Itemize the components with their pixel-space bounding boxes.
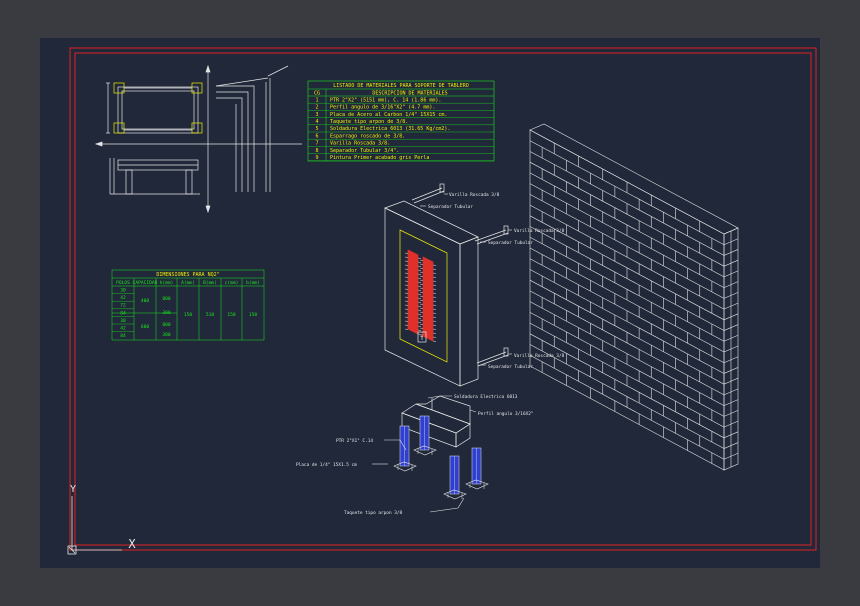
materials-row-desc: Separador Tubular 3/4".: [330, 148, 399, 154]
sheet-border-outer: [69, 47, 817, 551]
materials-row-desc: Pintura Primer acabado gris Perla: [330, 155, 429, 161]
dimensions-h: 300: [162, 310, 171, 316]
label-varilla-bot: Varilla Roscada 3/8: [514, 353, 565, 359]
dimensions-polos: 84: [120, 310, 126, 316]
dimensions-header: POLOS: [116, 280, 130, 286]
dimensions-polos: 84: [120, 333, 126, 339]
dimensions-header: h(mm): [160, 280, 174, 286]
materials-row-desc: Placa de Acero al Carbon 1/4" 15X15 cm.: [330, 112, 447, 118]
label-varilla-top: Varilla Roscada 3/8: [449, 192, 500, 198]
materials-table: LISTADO DE MATERIALES PARA SOPORTE DE TA…: [307, 80, 495, 162]
materials-row-desc: Varilla Roscada 3/8.: [330, 141, 390, 147]
electrical-panel: [384, 183, 509, 387]
label-perfil: Perfil angulo 3/16X2": [478, 411, 534, 417]
label-placa: Placa de 1/4" 15X1.5 cm: [296, 462, 357, 468]
dimensions-capacidad: 600: [141, 324, 150, 330]
materials-row-number: 6: [315, 133, 318, 139]
dimensions-title: DIMENSIONES PARA NQ2": [156, 272, 219, 278]
label-soldadura: Soldadura Electrica 6013: [454, 394, 518, 400]
dimensions-header: b(mm): [246, 280, 260, 286]
dimensions-header: B(mm): [203, 280, 217, 286]
dimensions-a: 150: [184, 312, 193, 318]
support-frame: [393, 395, 489, 500]
label-ptr: PTR 2"X1" C.14: [336, 438, 373, 444]
materials-row-number: 4: [315, 119, 318, 125]
dimensions-polos: 72: [120, 303, 126, 309]
label-varilla-mid: Varilla Roscada 3/8: [514, 228, 565, 234]
materials-row-number: 8: [315, 148, 318, 154]
dimensions-table: [111, 269, 265, 341]
plan-detail: [94, 64, 302, 214]
materials-header-desc: DESCRIPCION DE MATERIALES: [372, 91, 447, 97]
label-taquete: Taquete tipo arpon 3/8: [344, 510, 403, 516]
dimensions-header: A(mm): [181, 280, 195, 286]
ucs-icon: Y X: [67, 484, 136, 555]
materials-row-desc: Taquete tipo arpon de 3/8.: [330, 119, 408, 125]
materials-row-number: 7: [315, 141, 318, 147]
cad-drawing[interactable]: LISTADO DE MATERIALES PARA SOPORTE DE TA…: [40, 38, 820, 568]
dimensions-h: 800: [162, 322, 171, 328]
materials-row-desc: Perfil angulo de 3/16"X2" (4.7 mm).: [330, 105, 435, 111]
brick-wall: [529, 123, 739, 471]
label-separador-bot: Separador Tubular: [488, 364, 533, 370]
materials-title: LISTADO DE MATERIALES PARA SOPORTE DE TA…: [333, 83, 468, 89]
dimensions-header: CAPACIDAD: [133, 280, 158, 286]
dimensions-c: 150: [227, 312, 236, 318]
annotation-leaders: [372, 193, 512, 513]
dimensions-polos: 42: [120, 326, 126, 332]
ucs-y-label: Y: [70, 484, 76, 495]
materials-header-cg: CG: [314, 91, 320, 97]
materials-row-desc: Soldadura Electrica 6013 (31.65 Kg/cm2).: [330, 126, 450, 132]
label-separador-mid: Separador Tubular: [488, 240, 533, 246]
sheet-border-inner: [74, 52, 812, 546]
dimensions-capacidad: 400: [141, 298, 150, 304]
label-separador-top: Separador Tubular: [428, 204, 473, 210]
drawing-area[interactable]: LISTADO DE MATERIALES PARA SOPORTE DE TA…: [40, 38, 820, 568]
ucs-x-label: X: [128, 537, 136, 551]
dimensions-polos: 42: [120, 295, 126, 301]
dimensions-bb: 150: [249, 312, 258, 318]
materials-row-number: 3: [315, 112, 318, 118]
materials-row-desc: PTR 2"X2" (5151 mm), C. 14 (1.86 mm).: [330, 97, 441, 103]
materials-row-number: 5: [315, 126, 318, 132]
dimensions-header: c(mm): [225, 280, 239, 286]
materials-row-number: 1: [315, 97, 318, 103]
materials-row-number: 2: [315, 105, 318, 111]
dimensions-b: 510: [206, 312, 215, 318]
dimensions-polos: 30: [120, 288, 126, 294]
materials-row-desc: Esparrago roscado de 3/8.: [330, 133, 405, 139]
dimensions-h: 300: [162, 332, 171, 338]
dimensions-polos: 30: [120, 318, 126, 324]
materials-row-number: 9: [315, 155, 318, 161]
dimensions-h: 800: [162, 296, 171, 302]
